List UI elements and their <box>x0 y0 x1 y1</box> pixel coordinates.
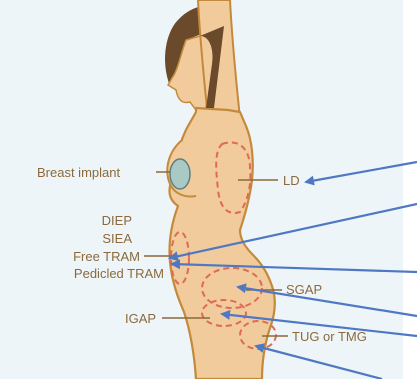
label-siea: SIEA <box>60 231 132 246</box>
label-ld: LD <box>283 173 300 188</box>
breast-implant-shape <box>170 159 190 189</box>
label-tug-or-tmg: TUG or TMG <box>292 329 367 344</box>
arrow-to-ld <box>306 162 417 182</box>
label-diep: DIEP <box>60 213 132 228</box>
label-free-tram: Free TRAM <box>40 249 140 264</box>
label-sgap: SGAP <box>286 282 322 297</box>
label-breast-implant: Breast implant <box>37 165 120 180</box>
torso <box>169 108 274 379</box>
label-igap: IGAP <box>125 311 156 326</box>
arrow-to-tug <box>256 346 382 379</box>
label-pedicled-tram: Pedicled TRAM <box>20 266 164 281</box>
